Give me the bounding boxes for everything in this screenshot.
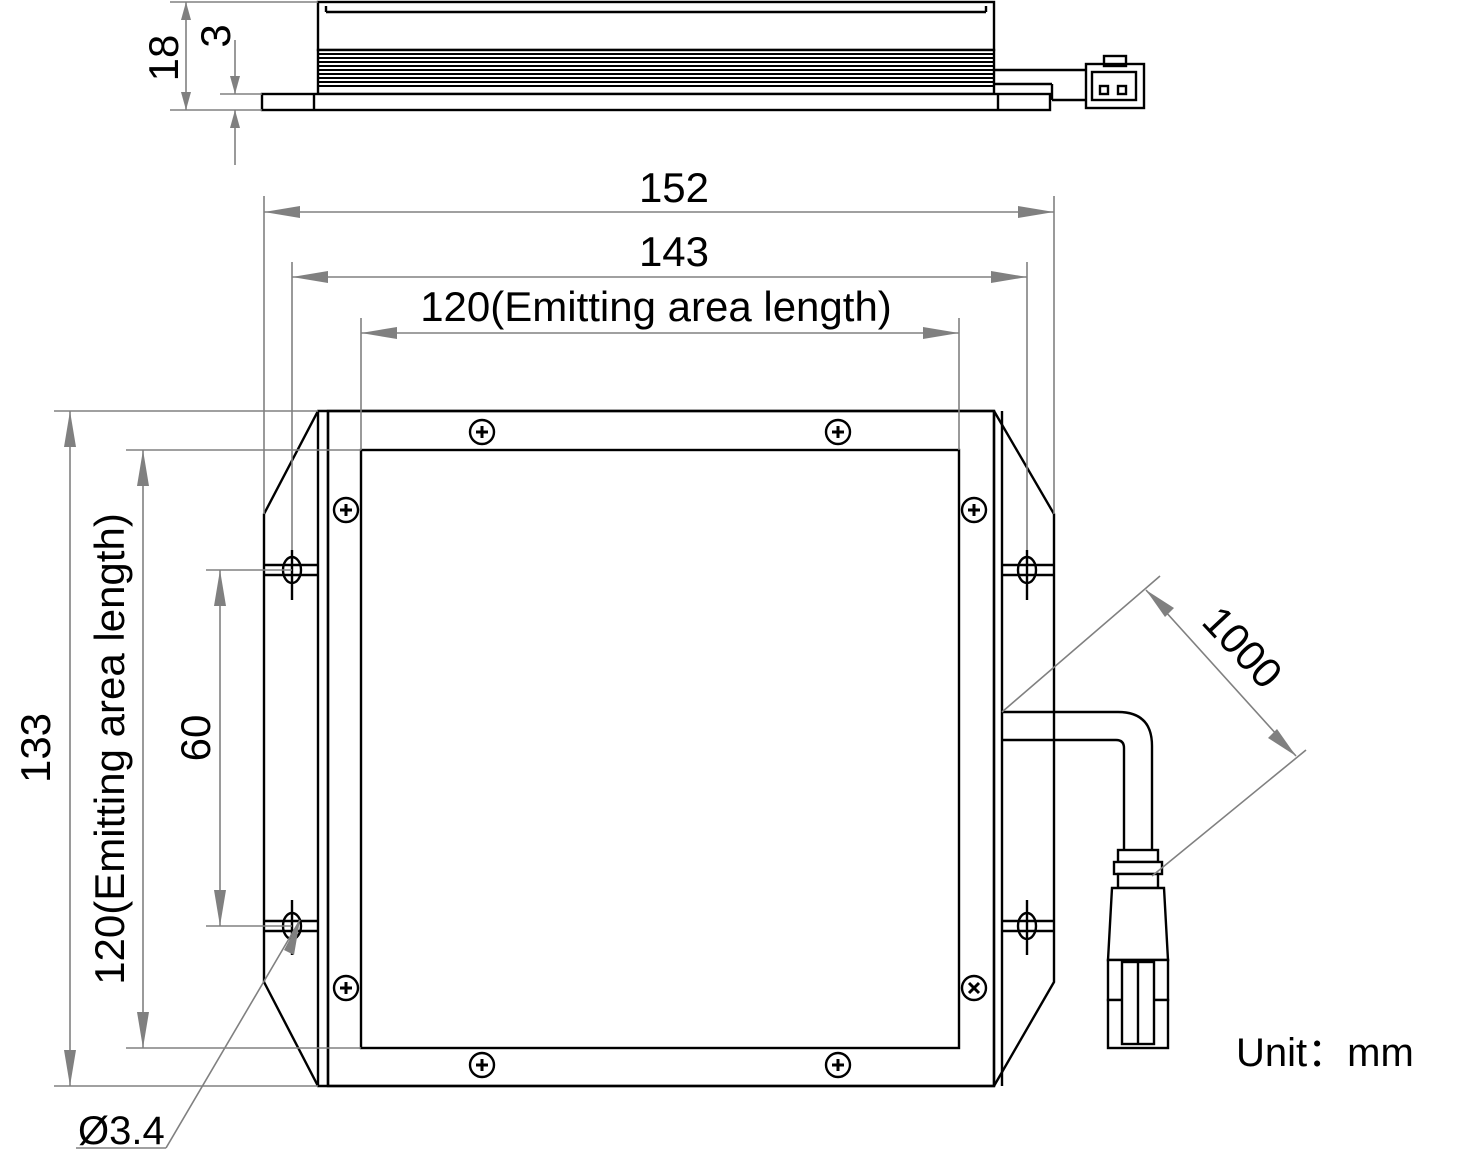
- front-view-dimensions: [54, 196, 1307, 1149]
- cable: [1002, 710, 1154, 850]
- dim-emit-width-label: 120(Emitting area length): [420, 283, 892, 330]
- side-view-dimensions: [170, 1, 318, 165]
- unit-label: Unit：mm: [1236, 1031, 1414, 1075]
- dim-height-outer-label: 133: [12, 713, 59, 783]
- front-view: [262, 409, 1170, 1088]
- side-view-heatsink: [316, 48, 996, 96]
- dim-width-outer-label: 152: [639, 164, 709, 211]
- mounting-bracket: [262, 409, 1056, 1088]
- side-view: 18 3: [140, 0, 1146, 165]
- screw-icon: [824, 1051, 852, 1079]
- cable-connector: [1106, 848, 1170, 1050]
- dim-emit-height-label: 120(Emitting area length): [86, 513, 133, 985]
- dim-hole-pitch-x-label: 143: [639, 228, 709, 275]
- dim-hole-diameter-label: Ø3.4: [78, 1109, 165, 1153]
- screw-icon: [332, 974, 360, 1002]
- side-view-lens: [316, 0, 996, 52]
- mounting-hole: [1002, 550, 1054, 600]
- dim-cable-length-label: 1000: [1194, 597, 1292, 697]
- screw-icon: [468, 1051, 496, 1079]
- screw-icon: [468, 418, 496, 446]
- screw-icon: [824, 418, 852, 446]
- dim-height-total-label: 18: [140, 35, 187, 82]
- mounting-hole: [264, 550, 318, 600]
- screw-icon: [960, 974, 988, 1002]
- side-view-connector: [1084, 54, 1146, 110]
- side-view-base-plate: [260, 92, 1052, 112]
- mounting-hole: [1002, 900, 1054, 955]
- dim-hole-pitch-y-label: 60: [172, 715, 219, 762]
- screw-icon: [960, 496, 988, 524]
- dim-height-base-label: 3: [192, 24, 239, 47]
- screw-icon: [332, 496, 360, 524]
- light-frame: [326, 409, 996, 1088]
- emitting-area: [359, 448, 961, 1050]
